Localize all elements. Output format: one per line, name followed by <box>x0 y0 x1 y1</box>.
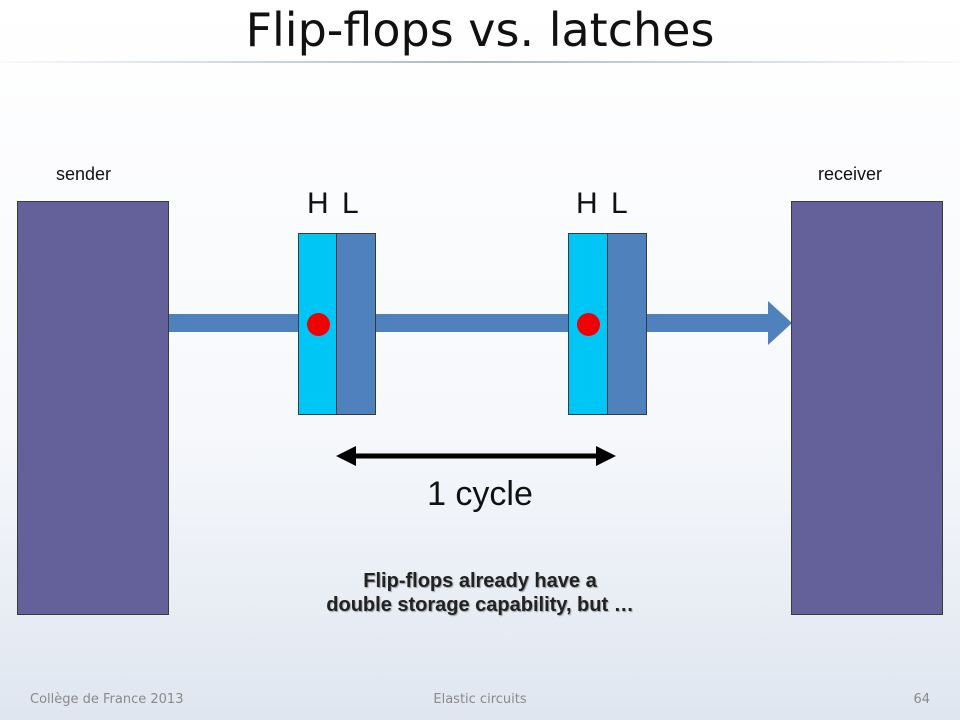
footer-left: Collège de France 2013 <box>30 692 184 707</box>
wire-latch1-to-latch2 <box>375 314 569 332</box>
wire-sender-to-latch1 <box>169 314 299 332</box>
slide-title: Flip-flops vs. latches <box>245 3 715 57</box>
latch-2-low-label: L <box>611 187 628 220</box>
latch-1-low <box>336 233 376 415</box>
receiver-block <box>791 201 943 615</box>
note-line-2: double storage capability, but … <box>326 594 634 616</box>
note-line-1: Flip-flops already have a <box>363 570 597 592</box>
latch-2-low <box>607 233 647 415</box>
note-text: Flip-flops already have a double storage… <box>240 569 720 617</box>
cycle-label: 1 cycle <box>427 475 533 513</box>
latch-1-high-label: H <box>307 187 329 220</box>
token-dot-2 <box>577 313 600 336</box>
latch-2-high-label: H <box>576 187 598 220</box>
sender-block <box>17 201 169 615</box>
sender-label: sender <box>56 164 112 184</box>
wire-latch2-to-receiver <box>646 314 770 332</box>
latch-1-low-label: L <box>342 187 359 220</box>
footer-center: Elastic circuits <box>433 692 527 707</box>
token-dot-1 <box>307 313 330 336</box>
wire-arrowhead-icon <box>768 301 792 345</box>
cycle-double-arrow-icon <box>336 446 616 466</box>
title-underline <box>0 61 960 63</box>
receiver-label: receiver <box>818 164 883 184</box>
page-number: 64 <box>913 692 930 707</box>
